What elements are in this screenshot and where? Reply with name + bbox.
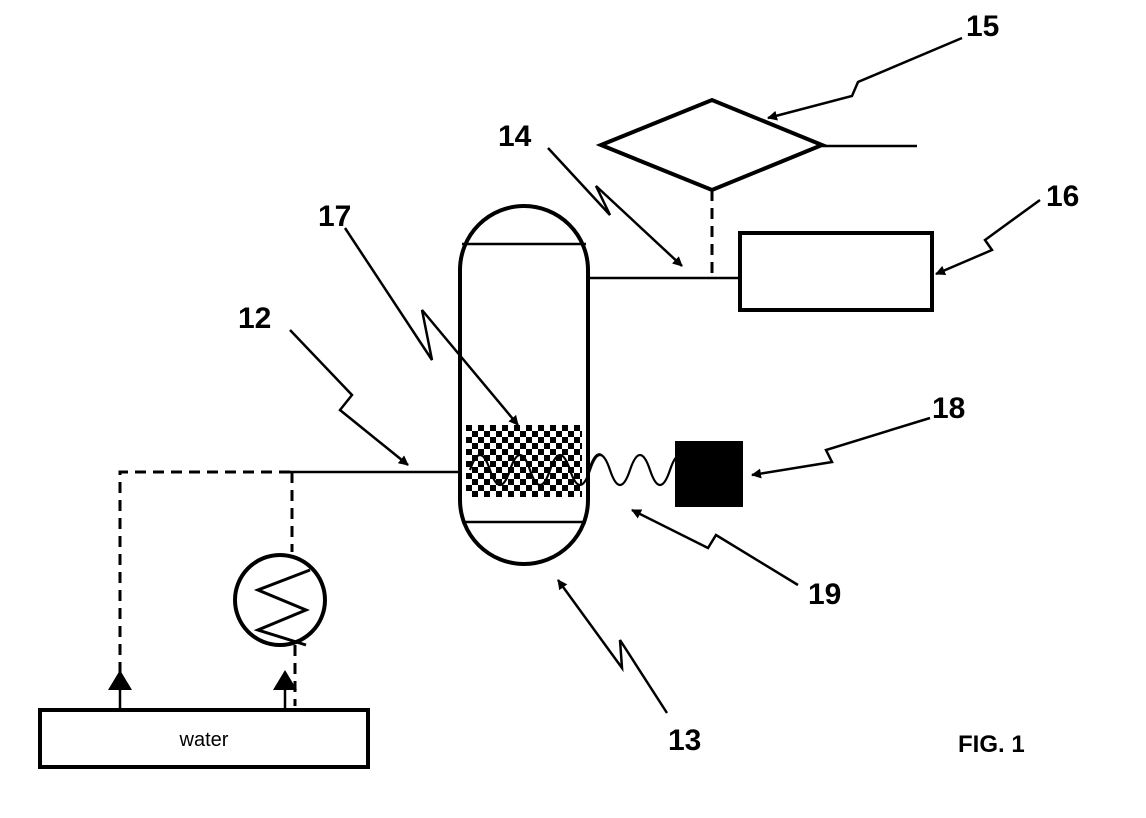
label-14: 14	[498, 120, 532, 153]
heating-coil-outer	[590, 454, 670, 485]
reactor-vessel	[460, 206, 588, 564]
label-17: 17	[318, 200, 351, 233]
inlet-piping	[108, 472, 460, 710]
separator-unit	[601, 100, 917, 276]
label-18: 18	[932, 392, 965, 425]
label-13: 13	[668, 724, 701, 757]
label-19: 19	[808, 578, 841, 611]
heat-exchanger	[235, 555, 325, 645]
label-12: 12	[238, 302, 271, 335]
catalyst-bed	[466, 425, 582, 497]
water-label: water	[179, 729, 229, 751]
label-16: 16	[1046, 180, 1079, 213]
figure-caption: FIG. 1	[958, 731, 1025, 758]
collector-box	[740, 233, 932, 310]
label-15: 15	[966, 10, 999, 43]
leader-lines	[290, 38, 1040, 713]
water-reservoir: water	[40, 710, 368, 767]
heater-block	[675, 441, 743, 507]
